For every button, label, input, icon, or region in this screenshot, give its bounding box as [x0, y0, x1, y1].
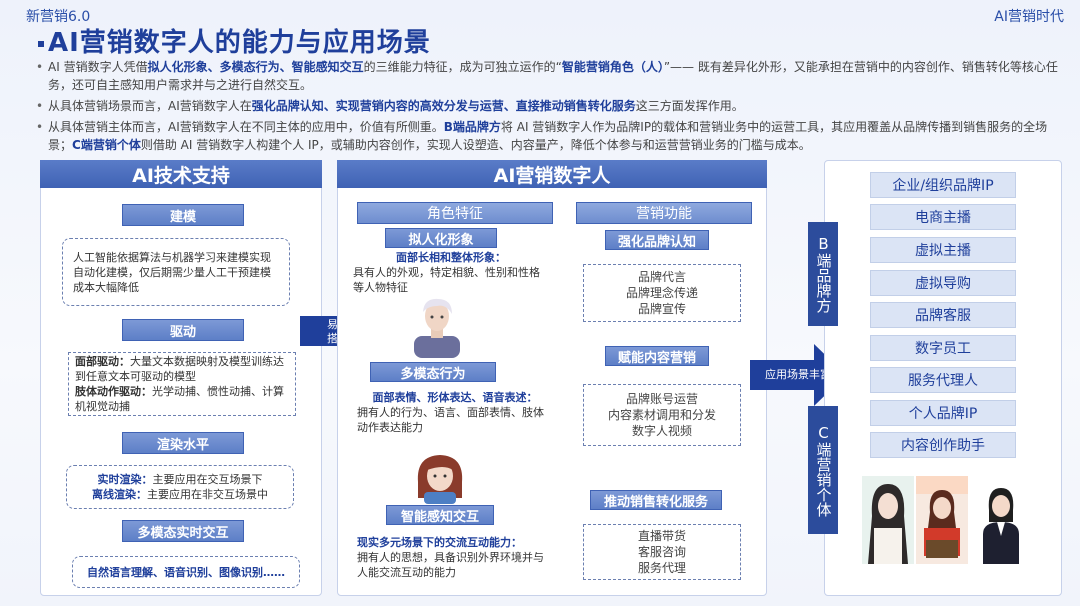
arrow-right-icon: [750, 344, 846, 406]
rendering-desc: 实时渲染：主要应用在交互场景下 离线渲染：主要应用在非交互场景中: [66, 465, 294, 509]
tag-humanlike-image: 拟人化形象: [385, 228, 497, 248]
tag-driving: 驱动: [122, 319, 244, 341]
c-side-label: C端营销个体: [808, 406, 838, 534]
side-item-service-agent: 服务代理人: [870, 367, 1016, 393]
arrow-label-rich-scenarios: 应用场景丰富: [765, 368, 831, 381]
page-title: AI营销数字人的能力与应用场景: [48, 28, 431, 58]
side-item-enterprise-ip: 企业/组织品牌IP: [870, 172, 1016, 198]
intelligent-perception-desc: 现实多元场景下的交流互动能力： 拥有人的思想，具备识别外界环境并与人能交流互动的…: [357, 536, 544, 579]
sample-image-business-avatar: [975, 476, 1027, 564]
tag-modeling: 建模: [122, 204, 244, 226]
tag-intelligent-perception: 智能感知交互: [386, 505, 494, 525]
humanlike-image-desc: 面部长相和整体形象： 具有人的外观，特定相貌、性别和性格等人物特征: [353, 251, 540, 294]
digital-human-male-avatar: [414, 298, 460, 358]
col-role-head: 角色特征: [357, 202, 553, 224]
tag-multimodal-interaction: 多模态实时交互: [122, 520, 244, 542]
tag-sales-conversion: 推动销售转化服务: [590, 490, 722, 510]
side-item-personal-ip: 个人品牌IP: [870, 400, 1016, 426]
multimodal-behavior-desc: 面部表情、形体表达、语音表述： 拥有人的行为、语言、面部表情、肢体动作表达能力: [357, 391, 544, 434]
driving-desc: 面部驱动：大量文本数据映射及模型训练达到任意文本可驱动的模型 肢体动作驱动：光学…: [68, 352, 296, 416]
tag-rendering: 渲染水平: [122, 432, 244, 454]
bullet-item: AI 营销数字人凭借拟人化形象、多模态行为、智能感知交互的三维能力特征，成为可独…: [34, 58, 1064, 94]
brand-awareness-list: 品牌代言 品牌理念传递 品牌宣传: [583, 264, 741, 322]
brand-right-label: AI营销时代: [994, 9, 1064, 25]
side-item-digital-employee: 数字员工: [870, 335, 1016, 361]
modeling-desc: 人工智能依据算法与机器学习来建模实现自动化建模，仅后期需少量人工干预建模成本大幅…: [62, 238, 290, 306]
ai-marketing-panel-head: AI营销数字人: [337, 160, 767, 188]
bullet-item: 从具体营销场景而言，AI营销数字人在强化品牌认知、实现营销内容的高效分发与运营、…: [34, 97, 1064, 115]
tag-brand-awareness: 强化品牌认知: [605, 230, 709, 250]
brand-label: 新营销6.0: [26, 9, 91, 25]
side-item-virtual-guide: 虚拟导购: [870, 270, 1016, 296]
side-item-content-assistant: 内容创作助手: [870, 432, 1016, 458]
ai-tech-panel-head: AI技术支持: [40, 160, 322, 188]
side-item-brand-service: 品牌客服: [870, 302, 1016, 328]
bullet-item: 从具体营销主体而言，AI营销数字人在不同主体的应用中，价值有所侧重。B端品牌方将…: [34, 118, 1064, 154]
b-side-label: B端品牌方: [808, 222, 838, 326]
sample-image-ecommerce-avatar: [916, 476, 968, 564]
sales-conversion-list: 直播带货 客服咨询 服务代理: [583, 524, 741, 580]
title-bullet-icon: [38, 41, 44, 47]
multimodal-interaction-desc: 自然语言理解、语音识别、图像识别……: [72, 556, 300, 588]
side-item-ecommerce-anchor: 电商主播: [870, 204, 1016, 230]
content-marketing-list: 品牌账号运营 内容素材调用和分发 数字人视频: [583, 384, 741, 446]
intro-bullets: AI 营销数字人凭借拟人化形象、多模态行为、智能感知交互的三维能力特征，成为可独…: [34, 58, 1064, 157]
side-item-virtual-anchor: 虚拟主播: [870, 237, 1016, 263]
digital-human-female-avatar: [417, 455, 463, 504]
sample-image-traditional-avatar: [862, 476, 914, 564]
tag-multimodal-behavior: 多模态行为: [370, 362, 496, 382]
col-function-head: 营销功能: [576, 202, 752, 224]
tag-content-marketing: 赋能内容营销: [605, 346, 709, 366]
